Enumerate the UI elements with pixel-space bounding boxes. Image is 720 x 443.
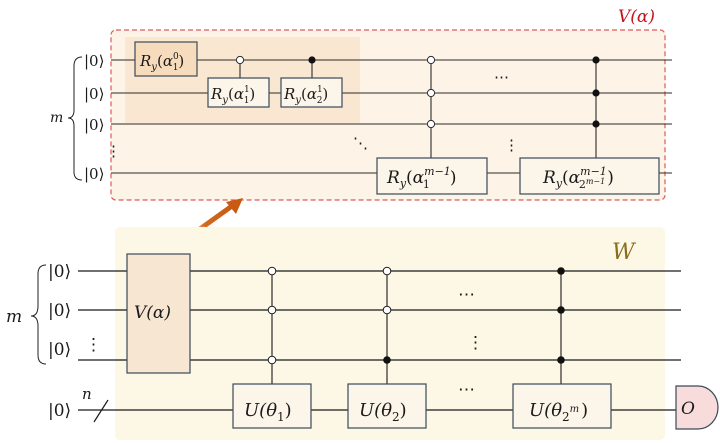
top-input-1: |0⟩ [84, 52, 104, 70]
u-theta-1-gate: U(θ1) [232, 383, 312, 429]
multi-qubit-slash [93, 399, 109, 423]
top-ddots: ⋱ [353, 134, 368, 152]
svg-text:U(θ2): U(θ2) [359, 400, 407, 424]
w-title: W [612, 240, 637, 265]
top-hdots: ⋯ [494, 68, 509, 86]
svg-text:Ry(αm−12m−1): Ry(αm−12m−1) [542, 165, 614, 191]
open-control-dot [426, 88, 436, 98]
filled-control-dot [592, 89, 600, 97]
bottom-register-brace [30, 264, 47, 365]
bottom-vdots: ⋮ [467, 333, 484, 353]
open-control-dot [382, 305, 392, 315]
top-input-3: |0⟩ [84, 116, 104, 134]
svg-text:Ry(α01): Ry(α01) [139, 52, 184, 73]
bottom-input-ancilla: |0⟩ [48, 401, 71, 421]
svg-text:Ry(α11): Ry(α11) [210, 85, 255, 106]
v-alpha-gate: V(α) [126, 253, 191, 374]
bottom-input-2: |0⟩ [48, 301, 71, 321]
open-control-dot [267, 305, 277, 315]
arrow-head-icon [226, 198, 243, 214]
open-control-dot [267, 355, 277, 365]
filled-control-dot [557, 267, 565, 275]
svg-text:O: O [681, 399, 695, 419]
bottom-input-1: |0⟩ [48, 262, 71, 282]
svg-text:U(θ1): U(θ1) [244, 400, 292, 424]
open-control-dot [235, 55, 245, 65]
v-alpha-title: V(α) [618, 7, 655, 27]
svg-text:V(α): V(α) [134, 303, 171, 323]
filled-control-dot [557, 306, 565, 314]
filled-control-dot [592, 120, 600, 128]
top-input-2: |0⟩ [84, 85, 104, 103]
svg-text:Ry(α12): Ry(α12) [283, 85, 328, 106]
svg-text:Ry(αm−11): Ry(αm−11) [386, 165, 456, 191]
open-control-dot [382, 266, 392, 276]
bottom-hdots-bottom: ⋯ [458, 380, 475, 400]
top-register-label: m [50, 110, 63, 126]
open-control-dot [426, 55, 436, 65]
svg-text:U(θ2m): U(θ2m) [529, 400, 588, 424]
bottom-vdots-left: ⋮ [85, 335, 102, 355]
measurement-observable: O [675, 385, 719, 430]
ancilla-qubit-count: n [82, 385, 92, 403]
top-input-4: |0⟩ [84, 165, 104, 183]
open-control-dot [426, 119, 436, 129]
filled-control-dot [383, 356, 391, 364]
filled-control-dot [308, 56, 316, 64]
u-theta-2-gate: U(θ2) [347, 383, 427, 429]
bottom-register-label: m [6, 307, 22, 327]
top-register-brace [67, 56, 83, 181]
open-control-dot [267, 266, 277, 276]
filled-control-dot [557, 356, 565, 364]
top-vdots-left: ⋮ [106, 142, 121, 160]
bottom-hdots-top: ⋯ [458, 285, 475, 305]
u-theta-2m-gate: U(θ2m) [512, 383, 612, 429]
filled-control-dot [592, 56, 600, 64]
bottom-input-3: |0⟩ [48, 340, 71, 360]
bottom-panel-w-circuit: m |0⟩ |0⟩ |0⟩ ⋮ |0⟩ n V(α) U(θ1) U(θ2) [6, 227, 681, 440]
top-vdots: ⋮ [504, 136, 519, 154]
